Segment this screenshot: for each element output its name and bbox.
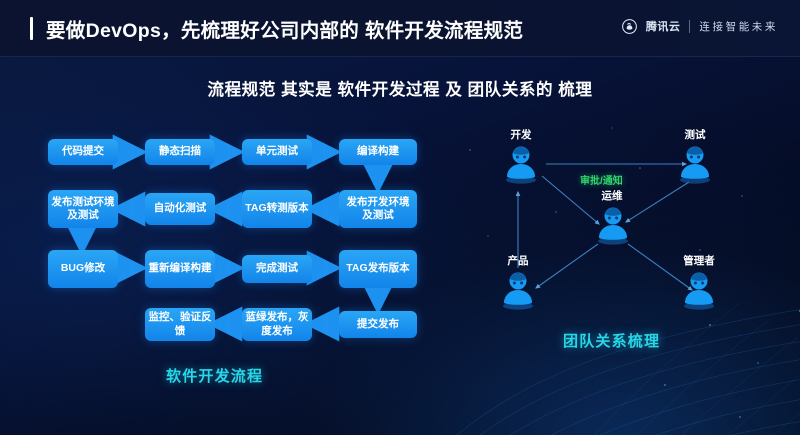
flow-node[interactable]: TAG发布版本 [339,250,417,288]
team-relationship-diagram: 开发 测试 运维 [470,120,800,370]
flow-node[interactable]: TAG转测版本 [242,190,312,228]
team-node-label: 运维 [601,190,623,202]
flowchart-arrows [64,134,396,342]
team-node-label: 测试 [684,129,706,141]
flow-node[interactable]: 完成测试 [242,255,312,283]
flowchart-caption: 软件开发流程 [166,368,264,385]
flow-node[interactable]: 提交发布 [339,311,417,338]
flow-node[interactable]: 重新编译构建 [145,250,215,288]
team-node-label: 管理者 [683,255,715,267]
page-title: 要做DevOps，先梳理好公司内部的 软件开发流程规范 [46,19,524,42]
flow-node[interactable]: 编译构建 [339,139,417,165]
team-diagram-edges [515,161,693,291]
flow-node[interactable]: 监控、验证反馈 [145,308,215,341]
title-accent-bar [30,16,33,40]
brand-lockup: 腾讯云 连接智能未来 [622,18,778,34]
tencent-cloud-logo-icon [622,18,637,34]
edge-label-approval: 审批/通知 [580,176,623,187]
person-avatar-icon [678,144,712,184]
flow-node[interactable]: 代码提交 [48,139,118,165]
flow-node[interactable]: BUG修改 [48,250,118,288]
slide-header: 要做DevOps，先梳理好公司内部的 软件开发流程规范 腾讯云 连接智能未来 [0,0,800,57]
flow-node[interactable]: 发布开发环境 及测试 [339,190,417,228]
flow-node[interactable]: 发布测试环境及测试 [48,190,118,228]
team-diagram-caption: 团队关系梳理 [563,333,661,350]
person-avatar-icon [504,144,538,184]
software-development-flowchart: 代码提交 静态扫描 单元测试 编译构建 发布测试环境及测试 自动化测试 TAG转… [48,134,417,342]
brand-divider [689,19,691,33]
flow-node[interactable]: 静态扫描 [145,139,215,165]
flow-node[interactable]: 蓝绿发布，灰度发布 [242,308,312,341]
person-avatar-icon [596,205,630,245]
person-avatar-icon [682,270,716,310]
team-node-label: 产品 [507,255,529,267]
brand-slogan: 连接智能未来 [699,20,778,33]
slide-subtitle: 流程规范 其实是 软件开发过程 及 团队关系的 梳理 [207,81,593,99]
brand-name: 腾讯云 [645,21,681,33]
team-node-label: 开发 [510,129,532,141]
flow-node[interactable]: 单元测试 [242,139,312,165]
flow-node[interactable]: 自动化测试 [145,193,215,225]
person-avatar-icon [501,270,535,310]
